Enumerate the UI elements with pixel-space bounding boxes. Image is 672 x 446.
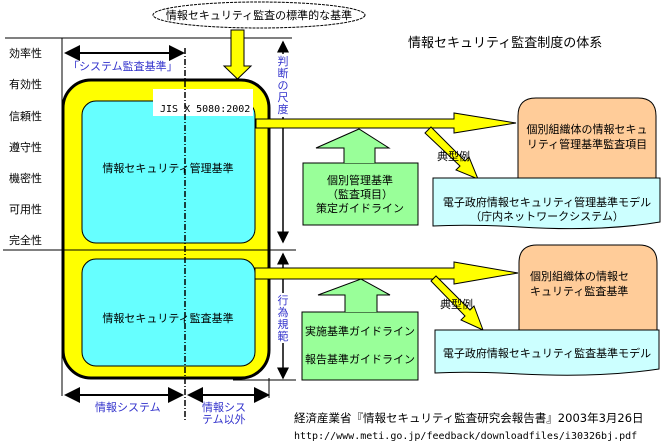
criterion: 信頼性 bbox=[9, 109, 42, 123]
audit-arrow-yellow bbox=[254, 261, 519, 285]
svg-text:断: 断 bbox=[278, 66, 289, 80]
criterion: 有効性 bbox=[9, 77, 42, 91]
typical-example-arrow-bottom bbox=[430, 275, 484, 331]
criterion: 完全性 bbox=[9, 233, 42, 247]
svg-text:行: 行 bbox=[278, 294, 289, 307]
orange-top-label: 個別組織体の情報セキュ bbox=[527, 122, 648, 136]
orange-bottom-label: 個別組織体の情報セ bbox=[530, 269, 629, 283]
source-citation: 経済産業省『情報セキュリティ監査研究会報告書』2003年3月26日 bbox=[294, 411, 644, 425]
cyan-top-label: 電子政府情報セキュリティ管理基準モデル bbox=[443, 195, 651, 209]
orange-top-box bbox=[517, 97, 657, 181]
green-bottom-up-arrow bbox=[317, 278, 391, 312]
cyan-bottom-box bbox=[434, 329, 660, 376]
criterion: 効率性 bbox=[9, 46, 42, 60]
code-of-conduct-label: 行 為 規 範 bbox=[278, 294, 289, 343]
green-bottom-label: 実施基準ガイドライン bbox=[305, 324, 415, 338]
typical-example-label-bottom: 典型例 bbox=[440, 297, 473, 311]
jis-label: JIS X 5080:2002 bbox=[160, 104, 250, 115]
orange-bottom-box bbox=[518, 244, 658, 331]
criterion: 可用性 bbox=[9, 202, 42, 216]
standard-ellipse-label: 情報セキュリティ監査の標準的な基準 bbox=[166, 8, 352, 22]
orange-top-label: リティ管理基準監査項目 bbox=[527, 137, 647, 151]
criterion: 遵守性 bbox=[9, 140, 42, 154]
green-bottom-box bbox=[301, 311, 419, 381]
jis-label-bg bbox=[153, 89, 253, 116]
cyan-bottom-label: 電子政府情報セキュリティ監査基準モデル bbox=[443, 346, 651, 360]
typical-example-arrow-top bbox=[424, 126, 479, 180]
audit-standard-label: 情報セキュリティ監査基準 bbox=[102, 311, 233, 325]
green-top-label: 個別管理基準 bbox=[327, 173, 393, 187]
judgement-scale-label: 判 断 の 尺 度 bbox=[278, 55, 289, 116]
non-info-system-label-2: テム以外 bbox=[202, 413, 246, 426]
criteria-list: 効率性 有効性 信頼性 遵守性 機密性 可用性 完全性 bbox=[9, 46, 42, 247]
management-standard-label: 情報セキュリティ管理基準 bbox=[102, 161, 233, 175]
orange-bottom-label: キュリティ監査基準 bbox=[530, 284, 628, 298]
svg-text:尺: 尺 bbox=[278, 91, 289, 104]
down-arrow-yellow bbox=[222, 29, 253, 80]
svg-text:判: 判 bbox=[278, 55, 289, 68]
non-info-system-label: 情報シス bbox=[202, 401, 246, 414]
info-system-label: 情報システム bbox=[95, 401, 161, 414]
management-arrow-yellow bbox=[255, 112, 517, 134]
green-top-label: 策定ガイドライン bbox=[316, 201, 404, 215]
cyan-top-label: （庁内ネットワークシステム） bbox=[470, 209, 624, 223]
source-url: http://www.meti.go.jp/feedback/downloadf… bbox=[294, 431, 637, 442]
cyan-top-box bbox=[432, 177, 661, 230]
svg-text:為: 為 bbox=[278, 305, 289, 319]
criterion: 機密性 bbox=[9, 171, 42, 185]
typical-example-label-top: 典型例 bbox=[437, 149, 470, 163]
svg-text:の: の bbox=[278, 79, 289, 92]
green-top-label: （監査項目） bbox=[327, 187, 393, 201]
audit-standard-box bbox=[81, 258, 256, 367]
standard-ellipse bbox=[152, 1, 366, 29]
svg-text:範: 範 bbox=[278, 329, 289, 343]
green-top-arrow bbox=[302, 162, 419, 226]
svg-text:度: 度 bbox=[278, 102, 289, 116]
svg-text:規: 規 bbox=[278, 317, 289, 331]
green-bottom-label: 報告基準ガイドライン bbox=[305, 352, 415, 366]
system-audit-label: 「システム監査基準」 bbox=[68, 59, 178, 73]
diagram-title: 情報セキュリティ監査制度の体系 bbox=[408, 35, 602, 51]
green-top-up-arrow bbox=[315, 128, 391, 163]
